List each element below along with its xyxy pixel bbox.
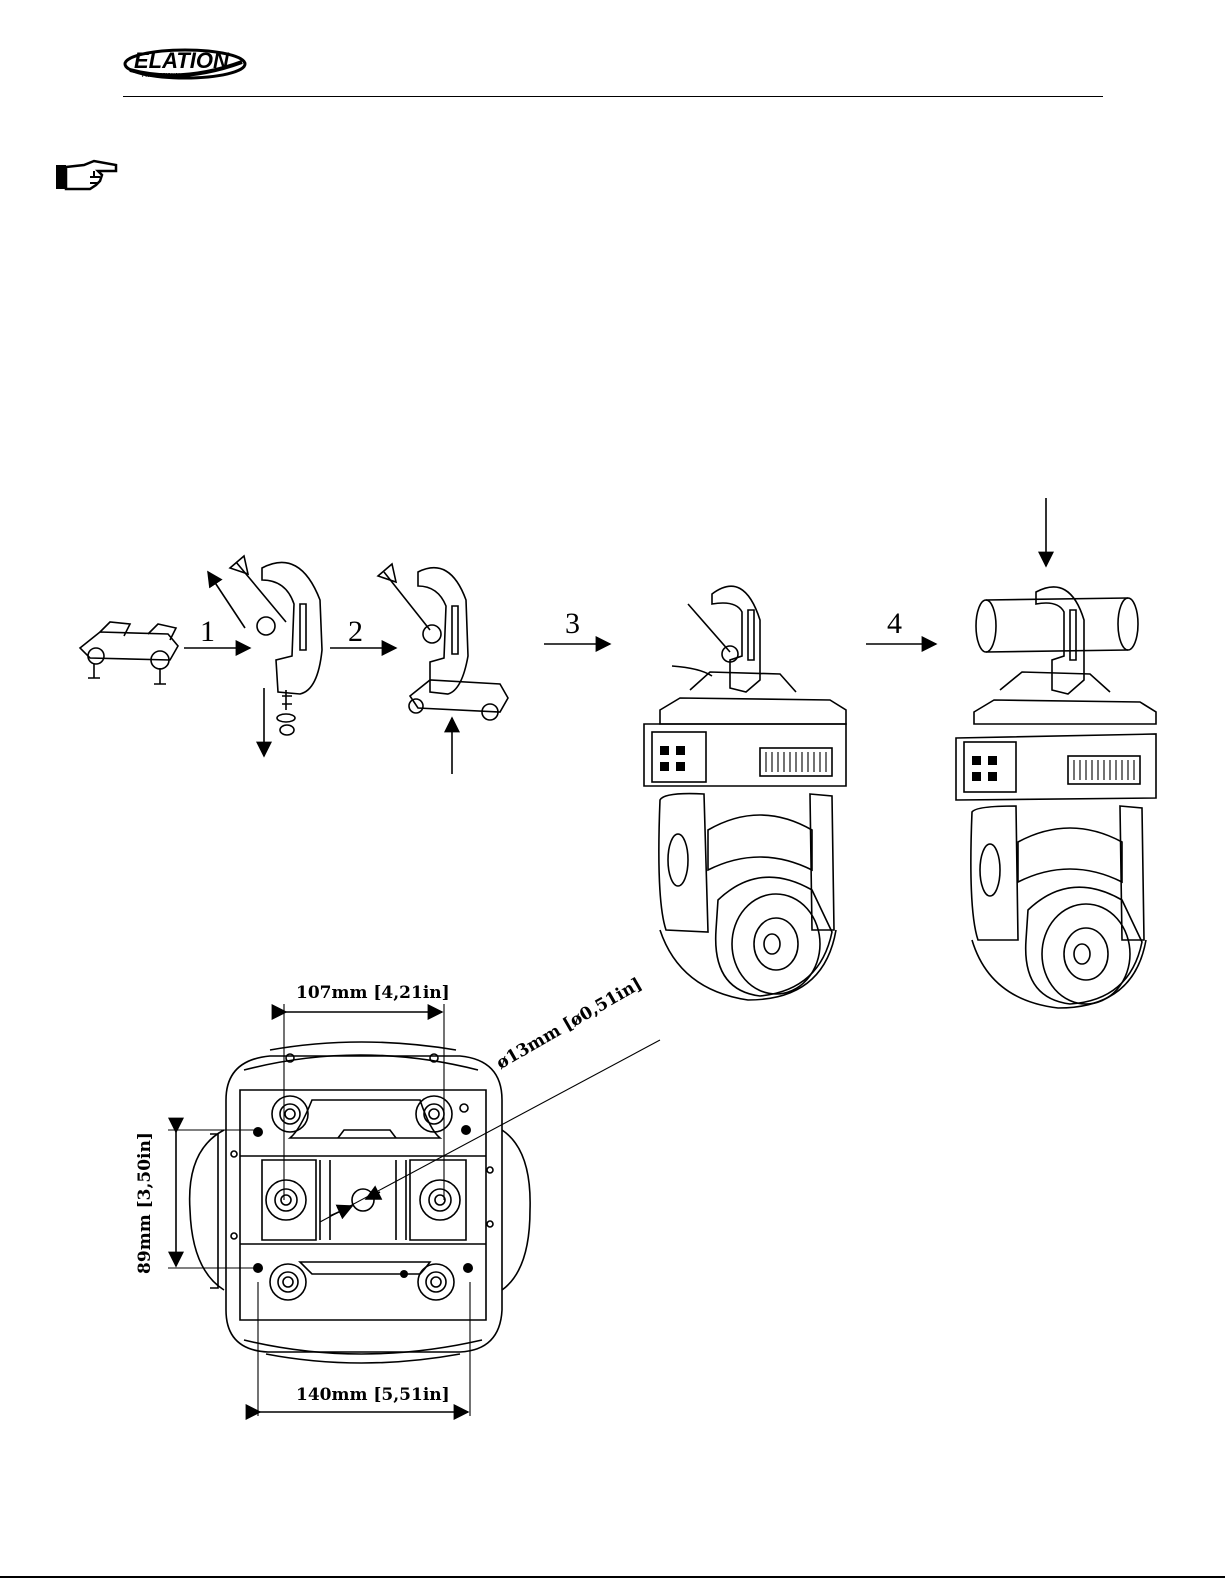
mounting-bracket-plate [80,622,178,684]
footer-rule [0,1576,1225,1578]
clamp-disassembled [208,556,322,756]
clamp-on-bracket [378,564,508,774]
moving-head-fixture-with-clamp [644,586,846,1000]
moving-head-fixture-on-truss [956,498,1156,1008]
bottom-view-dimension-drawing [168,1004,660,1416]
